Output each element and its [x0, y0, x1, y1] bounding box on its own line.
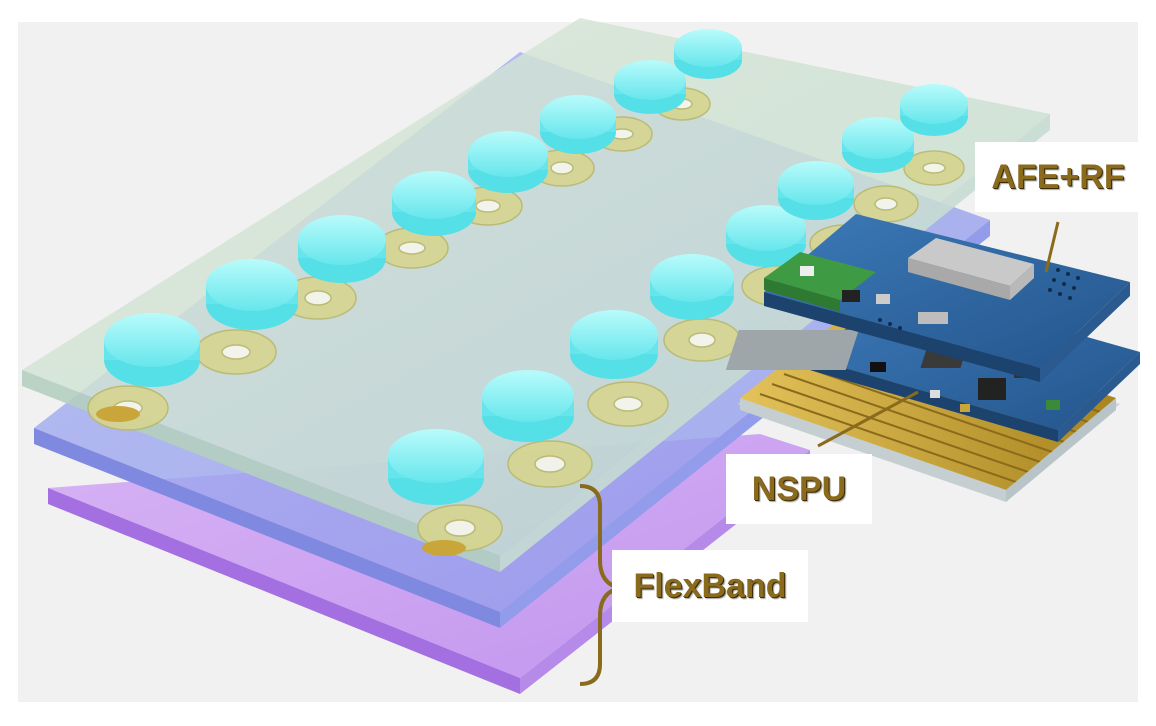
electrode	[468, 131, 548, 193]
gold-contact	[422, 540, 466, 556]
electrode	[206, 259, 298, 330]
electrode	[392, 171, 476, 236]
flexband-label: FlexBand	[612, 550, 808, 622]
electrodes	[104, 29, 968, 505]
electrode	[778, 161, 854, 220]
ring-pad	[663, 318, 741, 362]
electrode	[842, 117, 914, 173]
nspu-leader-line	[817, 390, 919, 448]
electrode	[674, 29, 742, 79]
gold-contact	[96, 406, 140, 422]
electrode	[726, 205, 806, 267]
nspu-label: NSPU	[726, 454, 872, 524]
electrode	[482, 370, 574, 442]
electrode	[570, 310, 658, 379]
electrode	[900, 84, 968, 136]
ring-pad	[903, 150, 965, 186]
ring-pad	[853, 185, 919, 223]
electrode	[104, 313, 200, 387]
afe-rf-label: AFE+RF	[975, 142, 1141, 212]
ring-pad	[417, 504, 503, 552]
electrode	[388, 429, 484, 505]
afe-rf-board	[764, 214, 1130, 382]
ring-pad	[587, 381, 669, 427]
ring-pad	[195, 329, 277, 375]
electrode	[650, 254, 734, 320]
electrode	[614, 60, 686, 114]
ring-pad	[507, 440, 593, 488]
electrode	[540, 95, 616, 154]
electrode	[298, 215, 386, 283]
afe-rf-leader-line	[1044, 221, 1060, 273]
